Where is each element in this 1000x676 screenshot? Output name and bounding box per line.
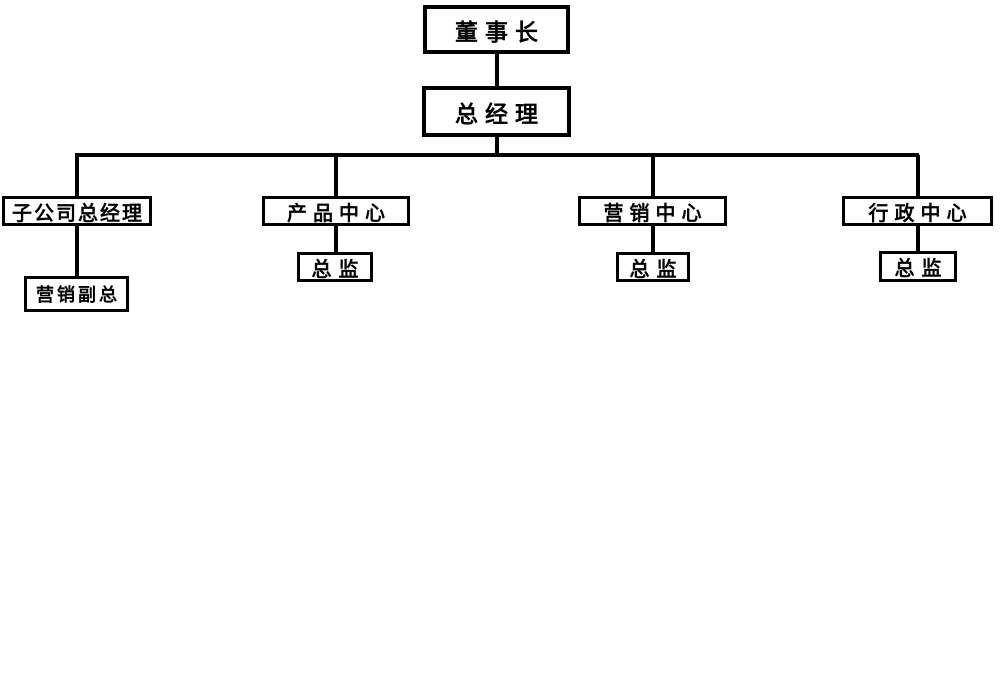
node-admin-director: 总监 xyxy=(879,251,957,282)
node-marketing-center: 营销中心 xyxy=(578,196,727,226)
connector-product-center-director xyxy=(334,224,338,254)
connector-gm-to-bus xyxy=(495,135,499,155)
node-marketing-vp: 营销副总 xyxy=(24,276,129,312)
connector-bus-subsidiary-gm xyxy=(75,155,79,198)
connector-horizontal-bus xyxy=(75,153,919,157)
connector-bus-marketing-center xyxy=(651,155,655,198)
connector-bus-admin-center xyxy=(916,155,920,198)
connector-marketing-center-director xyxy=(651,224,655,254)
connector-subsidiary-gm-marketing-vp xyxy=(75,224,79,278)
connector-chairman-gm xyxy=(495,52,499,88)
node-marketing-director: 总监 xyxy=(616,252,690,282)
connector-bus-product-center xyxy=(334,155,338,198)
connector-admin-center-director xyxy=(916,224,920,253)
node-subsidiary-gm: 子公司总经理 xyxy=(2,196,152,226)
node-general-manager: 总经理 xyxy=(422,86,571,137)
node-product-director: 总监 xyxy=(297,252,373,282)
node-product-center: 产品中心 xyxy=(262,196,410,226)
node-chairman: 董事长 xyxy=(423,5,570,54)
node-admin-center: 行政中心 xyxy=(842,196,993,226)
